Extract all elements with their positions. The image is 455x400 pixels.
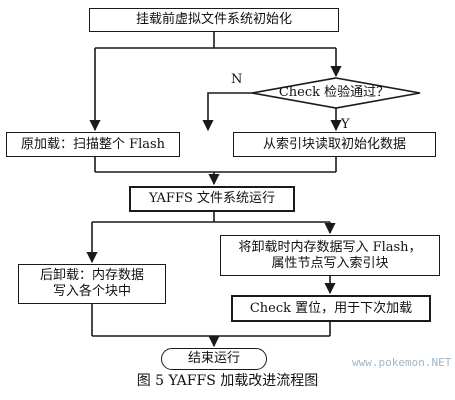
node-full-scan: 原加载：扫描整个 Flash — [6, 132, 180, 157]
edge-label-yes: Y — [341, 117, 350, 132]
node-check-set: Check 置位，用于下次加载 — [231, 295, 431, 322]
node-post-unmount: 后卸载：内存数据 写入各个块中 — [18, 264, 166, 304]
node-check-decision: Check 检验通过？ — [278, 85, 390, 100]
node-read-index: 从索引块读取初始化数据 — [233, 132, 436, 157]
node-run: YAFFS 文件系统运行 — [129, 186, 295, 212]
node-unmount-write-flash: 将卸载时内存数据写入 Flash， 属性节点写入索引块 — [220, 235, 440, 276]
post-unmount-line-2: 写入各个块中 — [52, 284, 131, 299]
edge-label-no: N — [231, 72, 243, 87]
figure-caption: 图 5 YAFFS 加载改进流程图 — [136, 373, 319, 389]
node-end: 结束运行 — [161, 348, 267, 370]
node-start: 挂载前虚拟文件系统初始化 — [89, 8, 339, 32]
post-unmount-line-1: 后卸载：内存数据 — [39, 268, 144, 283]
edge-no — [202, 92, 252, 132]
watermark: www.pokemon.NET — [352, 356, 452, 369]
unmount-write-line-2: 属性节点写入索引块 — [271, 255, 389, 271]
unmount-write-line-1: 将卸载时内存数据写入 Flash， — [238, 239, 422, 255]
